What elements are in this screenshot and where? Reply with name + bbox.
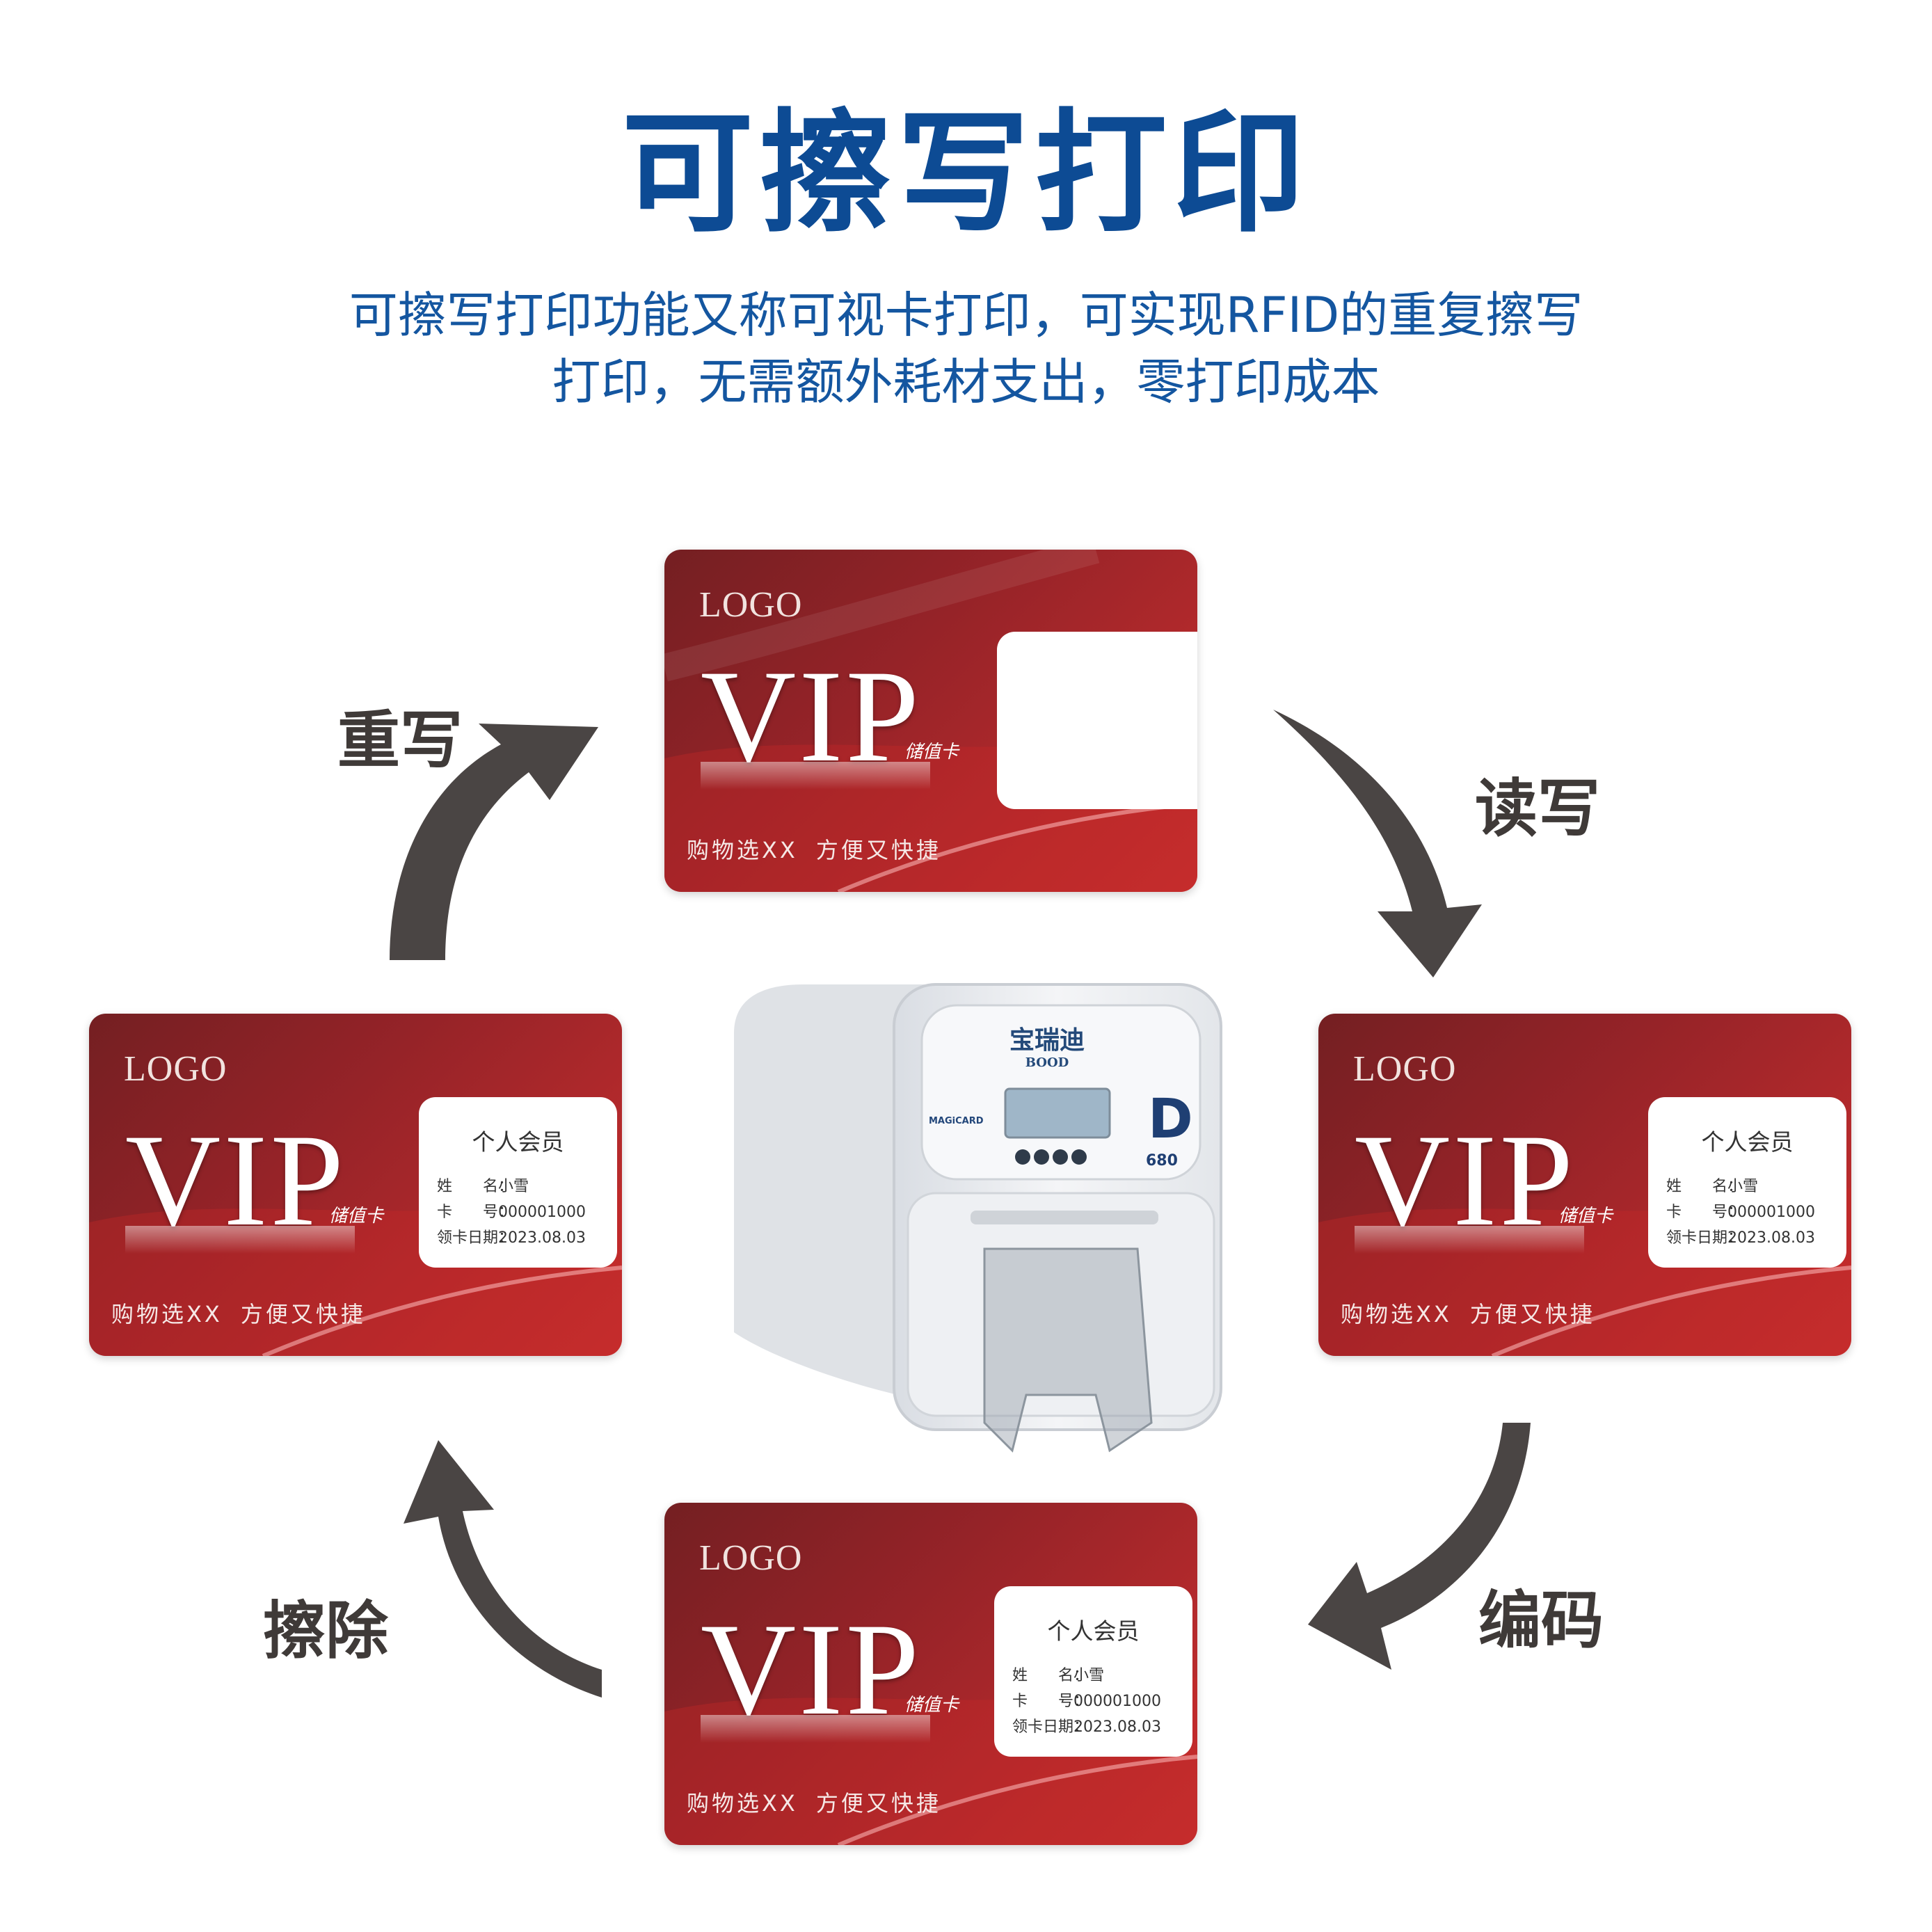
card-vip: VIP — [125, 1108, 347, 1254]
vip-card-right: LOGO VIP 储值卡 个人会员 姓 名：小雪 卡 号：000001000 领… — [1318, 1014, 1851, 1356]
card-logo: LOGO — [124, 1049, 227, 1089]
slogan-part-a: 购物选XX — [687, 837, 798, 863]
subtitle-line-2: 打印，无需额外耗材支出，零打印成本 — [552, 353, 1380, 410]
card-kind: 储值卡 — [1558, 1206, 1613, 1227]
step-encode-label: 编码 — [1478, 1584, 1604, 1657]
printer-card-hopper — [983, 1247, 1153, 1453]
member-name-row: 姓 名：小雪 — [1012, 1667, 1105, 1684]
member-title: 个人会员 — [1701, 1128, 1794, 1156]
card-kind: 储值卡 — [329, 1206, 384, 1227]
member-date-row: 领卡日期：2023.08.03 — [1012, 1718, 1161, 1736]
member-title: 个人会员 — [1047, 1618, 1140, 1645]
card-vip-reflection — [1355, 1226, 1584, 1254]
card-logo: LOGO — [699, 1538, 803, 1578]
page-title: 可擦写打印 — [621, 97, 1311, 250]
printer-model-letter: D — [1148, 1088, 1193, 1151]
vip-card-top: LOGO VIP 储值卡 购物选XX 方便又快捷 — [664, 550, 1197, 892]
step-erase-label: 擦除 — [263, 1595, 388, 1668]
card-printer-illustration: 宝瑞迪 BOOD MAGiCARD D 680 — [734, 983, 1222, 1453]
member-number-row: 卡 号：000001000 — [1666, 1204, 1815, 1221]
card-logo: LOGO — [1353, 1049, 1457, 1089]
card-vip: VIP — [701, 644, 923, 790]
card-logo: LOGO — [699, 585, 803, 625]
card-vip-reflection — [701, 762, 930, 790]
member-info-panel: 个人会员 姓 名：小雪 卡 号：000001000 领卡日期：2023.08.0… — [1648, 1097, 1846, 1268]
arrow-readwrite-icon — [1273, 710, 1482, 977]
slogan-part-b: 方便又快捷 — [815, 837, 941, 863]
member-number-row: 卡 号：000001000 — [437, 1204, 586, 1221]
card-kind: 储值卡 — [904, 742, 959, 763]
printer-button-row — [1015, 1149, 1087, 1165]
step-readwrite-label: 读写 — [1475, 772, 1600, 845]
member-number-row: 卡 号：000001000 — [1012, 1693, 1161, 1710]
vip-card-left: LOGO VIP 储值卡 个人会员 姓 名：小雪 卡 号：000001000 领… — [89, 1014, 622, 1356]
card-kind: 储值卡 — [904, 1695, 959, 1716]
printer-lcd-screen — [1004, 1087, 1111, 1139]
printer-maker: MAGiCARD — [929, 1116, 984, 1126]
card-slogan: 购物选XX 方便又快捷 — [687, 833, 941, 865]
card-blank-panel — [997, 632, 1197, 809]
arrow-erase-icon — [404, 1440, 602, 1698]
printer-brand-en: BOOD — [1025, 1055, 1069, 1070]
card-vip: VIP — [1355, 1108, 1576, 1254]
card-vip-reflection — [701, 1715, 930, 1743]
printer-model-number: 680 — [1146, 1152, 1178, 1169]
arrow-rewrite-icon — [390, 724, 598, 960]
card-vip-reflection — [125, 1226, 355, 1254]
member-info-panel: 个人会员 姓 名：小雪 卡 号：000001000 领卡日期：2023.08.0… — [994, 1586, 1192, 1757]
vip-card-bottom: LOGO VIP 储值卡 个人会员 姓 名：小雪 卡 号：000001000 领… — [664, 1503, 1197, 1845]
member-date-row: 领卡日期：2023.08.03 — [1666, 1229, 1815, 1247]
member-name-row: 姓 名：小雪 — [437, 1178, 529, 1195]
arrow-encode-icon — [1308, 1423, 1531, 1670]
member-title: 个人会员 — [472, 1128, 564, 1156]
step-rewrite-label: 重写 — [337, 704, 463, 777]
member-name-row: 姓 名：小雪 — [1666, 1178, 1759, 1195]
member-date-row: 领卡日期：2023.08.03 — [437, 1229, 586, 1247]
page-subtitle: 可擦写打印功能又称可视卡打印，可实现RFID的重复擦写 打印，无需额外耗材支出，… — [0, 282, 1932, 415]
member-info-panel: 个人会员 姓 名：小雪 卡 号：000001000 领卡日期：2023.08.0… — [419, 1097, 617, 1268]
card-vip: VIP — [701, 1597, 923, 1743]
printer-brand-cn: 宝瑞迪 — [1009, 1026, 1085, 1055]
subtitle-line-1: 可擦写打印功能又称可视卡打印，可实现RFID的重复擦写 — [349, 287, 1583, 344]
